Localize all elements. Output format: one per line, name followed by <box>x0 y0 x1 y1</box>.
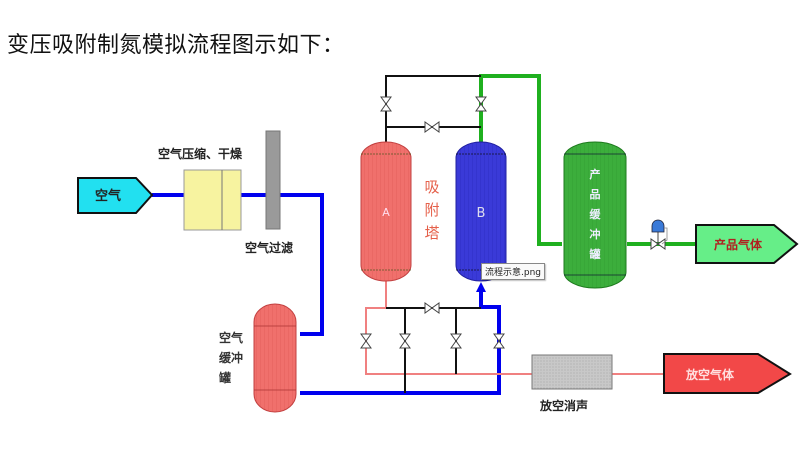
adsorption-tower-label-3: 塔 <box>424 224 439 242</box>
adsorption-tower-b[interactable]: B <box>455 141 507 282</box>
air-buffer-label-line2: 缓冲 <box>219 350 243 365</box>
air-pipeline <box>152 193 501 395</box>
vent-gas-outlet[interactable]: 放空气体 <box>663 353 792 394</box>
valve-icon[interactable] <box>493 333 505 349</box>
product-buffer-label-2: 品 <box>590 188 601 201</box>
product-gas-outlet[interactable]: 产品气体 <box>695 224 799 264</box>
product-buffer-label-1: 产 <box>590 167 601 181</box>
muffler-label: 放空消声 <box>539 398 588 413</box>
filter-label: 空气过滤 <box>245 240 293 255</box>
page-title: 变压吸附制氮模拟流程图示如下： <box>7 33 345 58</box>
vent-pipeline <box>365 280 664 375</box>
air-buffer-label-line1: 空气 <box>219 330 243 345</box>
vent-muffler[interactable] <box>531 354 613 390</box>
tower-b-label: B <box>477 206 486 221</box>
vent-gas-label: 放空气体 <box>685 367 735 382</box>
valve-icon[interactable] <box>380 96 392 112</box>
filename-tooltip: 流程示意.png <box>481 263 545 280</box>
air-inlet[interactable]: 空气 <box>77 177 154 214</box>
air-inlet-label: 空气 <box>95 188 121 204</box>
adsorption-tower-a[interactable]: A <box>360 141 412 282</box>
valve-icon[interactable] <box>475 96 487 112</box>
product-buffer-tank[interactable]: 产 品 缓 冲 罐 <box>563 141 627 289</box>
product-buffer-label-5: 罐 <box>589 247 601 261</box>
air-filter[interactable] <box>265 130 281 230</box>
adsorption-tower-label-1: 吸 <box>424 178 439 196</box>
valve-icon[interactable] <box>424 121 440 133</box>
valve-icon[interactable] <box>360 333 372 349</box>
control-valve-icon[interactable] <box>650 219 668 250</box>
tower-a-label: A <box>382 206 390 219</box>
compressor-dryer[interactable] <box>183 169 242 231</box>
adsorption-tower-label-2: 附 <box>424 201 439 219</box>
flow-arrow-icon <box>476 282 486 292</box>
product-gas-label: 产品气体 <box>714 237 763 252</box>
air-buffer-label-line3: 罐 <box>218 370 231 385</box>
product-buffer-label-4: 冲 <box>590 227 601 241</box>
compressor-label: 空气压缩、干燥 <box>158 146 243 161</box>
bottom-control-pipeline <box>386 307 481 393</box>
valve-icon[interactable] <box>450 333 462 349</box>
top-control-pipeline <box>385 75 481 142</box>
valve-icon[interactable] <box>424 302 440 314</box>
product-buffer-label-3: 缓 <box>590 207 602 221</box>
air-buffer-tank[interactable] <box>253 303 297 413</box>
valve-icon[interactable] <box>399 333 411 349</box>
